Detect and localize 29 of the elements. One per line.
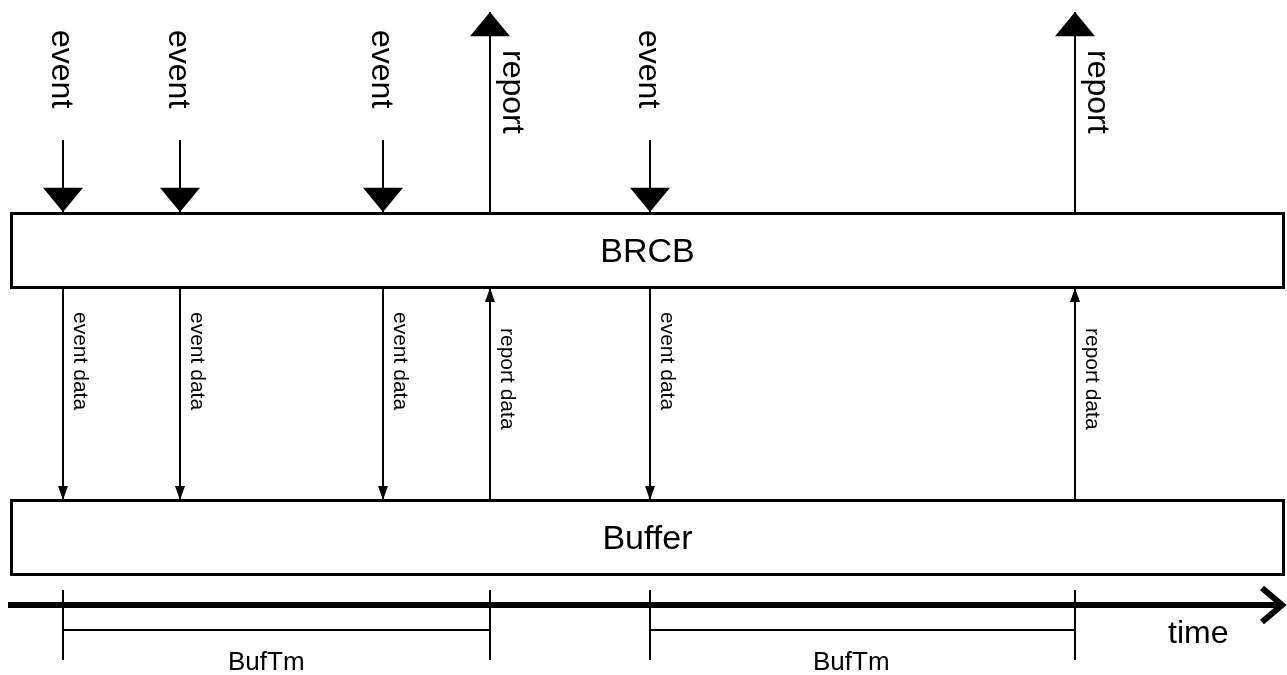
edge-label: event [367, 30, 399, 109]
process-box: BRCB [10, 212, 1285, 289]
dimension-label: BufTm [813, 648, 890, 674]
arrow [43, 139, 83, 213]
arrow [363, 139, 403, 213]
arrow [378, 288, 388, 500]
arrow [630, 139, 670, 213]
arrow [1055, 11, 1095, 213]
edge-label: report data [498, 328, 519, 430]
edge-label: report data [1083, 328, 1104, 430]
arrow [175, 288, 185, 500]
edge-label: report [498, 50, 530, 134]
axis-label: time [1168, 616, 1229, 648]
arrow [160, 139, 200, 213]
edge-label: report [1083, 50, 1115, 134]
arrow [470, 11, 510, 213]
arrow [58, 288, 68, 500]
edge-label: event [164, 30, 196, 109]
arrow [645, 288, 655, 500]
dimension-label: BufTm [228, 648, 305, 674]
arrow [485, 288, 495, 500]
edge-label: event [47, 30, 79, 109]
edge-label: event [634, 30, 666, 109]
process-box: Buffer [10, 499, 1285, 576]
arrow [1070, 288, 1080, 500]
edge-label: event data [658, 312, 679, 411]
edge-label: event data [71, 312, 92, 411]
edge-label: event data [188, 312, 209, 411]
edge-label: event data [391, 312, 412, 411]
